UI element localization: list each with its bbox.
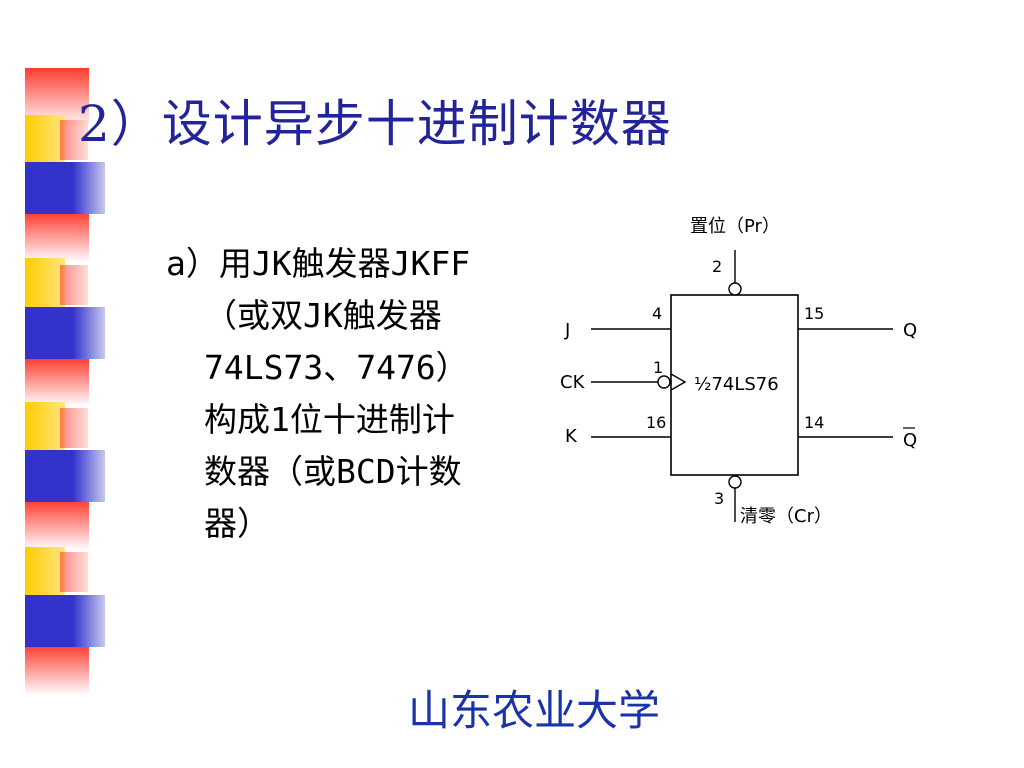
pin-ck-number: 1 <box>653 358 663 377</box>
body-line: 数器（或BCD计数 <box>204 452 462 491</box>
signal-j-label: J <box>564 320 570 341</box>
ck-edge-triangle <box>670 373 687 391</box>
university-footer: 山东农业大学 <box>408 686 661 735</box>
signal-qbar-label: Q <box>903 430 917 451</box>
preset-bubble <box>728 282 742 296</box>
pin-k-number: 16 <box>646 413 666 432</box>
pin-q-number: 15 <box>804 304 824 323</box>
ck-bubble <box>657 375 671 389</box>
preset-label: 置位（Pr） <box>690 216 780 237</box>
slide-body-text: a）用JK触发器JKFF （或双JK触发器 74LS73、7476） 构成1位十… <box>166 238 566 550</box>
decorative-side-stripes <box>25 68 105 695</box>
clear-bubble <box>728 475 742 489</box>
signal-ck-label: CK <box>560 372 586 393</box>
body-line: （或双JK触发器 <box>204 296 442 335</box>
pin-j-number: 4 <box>652 304 662 323</box>
body-line: 74LS73、7476） <box>204 348 469 387</box>
pin-preset-number: 2 <box>712 257 722 276</box>
clear-label: 清零（Cr） <box>740 506 832 527</box>
body-line: 器） <box>204 504 270 543</box>
body-line: 构成1位十进制计 <box>204 400 455 439</box>
pin-qbar-number: 14 <box>804 413 824 432</box>
body-line: a）用JK触发器JKFF <box>166 244 471 283</box>
chip-label: ½74LS76 <box>694 374 779 395</box>
slide-title: 2）设计异步十进制计数器 <box>78 95 672 153</box>
signal-k-label: K <box>565 426 578 447</box>
pin-clear-number: 3 <box>714 489 724 508</box>
signal-q-label: Q <box>903 320 917 341</box>
jk-flipflop-diagram: 置位（Pr） 2 J 4 CK 1 ½74LS76 K 16 15 Q 14 Q… <box>560 216 917 527</box>
